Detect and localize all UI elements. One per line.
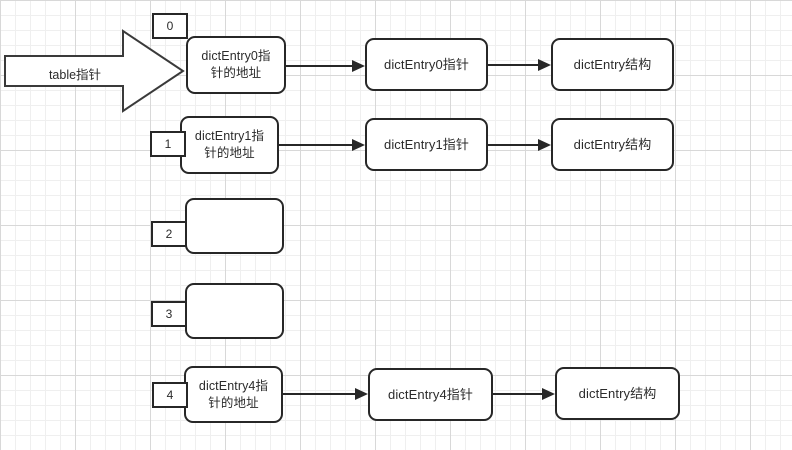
bucket-box-0: dictEntry0指 针的地址 xyxy=(186,36,286,94)
index-label-0-text: 0 xyxy=(166,19,174,33)
struct-box-1: dictEntry结构 xyxy=(551,118,674,171)
connector-bucket1-to-pointer1 xyxy=(279,139,365,151)
bucket-box-1: dictEntry1指 针的地址 xyxy=(180,116,279,174)
table-pointer-block-arrow xyxy=(4,29,185,113)
bucket-box-1-text: dictEntry1指 针的地址 xyxy=(194,129,265,160)
struct-box-4: dictEntry结构 xyxy=(555,367,680,420)
bucket-box-4: dictEntry4指 针的地址 xyxy=(184,366,283,423)
connector-pointer4-to-struct4 xyxy=(493,388,555,400)
index-label-1: 1 xyxy=(150,131,186,157)
pointer-box-1-text: dictEntry1指针 xyxy=(383,137,469,152)
struct-box-0-text: dictEntry结构 xyxy=(573,57,652,72)
index-label-2: 2 xyxy=(151,221,187,247)
index-label-4-text: 4 xyxy=(166,388,174,402)
pointer-box-1: dictEntry1指针 xyxy=(365,118,488,171)
pointer-box-0: dictEntry0指针 xyxy=(365,38,488,91)
table-pointer-label: table指针 xyxy=(48,68,102,82)
index-label-0: 0 xyxy=(152,13,188,39)
index-label-3: 3 xyxy=(151,301,187,327)
connector-pointer1-to-struct1 xyxy=(488,139,551,151)
pointer-box-4: dictEntry4指针 xyxy=(368,368,493,421)
bucket-box-4-text: dictEntry4指 针的地址 xyxy=(198,378,269,410)
connector-bucket0-to-pointer0 xyxy=(286,60,365,72)
struct-box-0: dictEntry结构 xyxy=(551,38,674,91)
struct-box-1-text: dictEntry结构 xyxy=(573,137,652,152)
struct-box-4-text: dictEntry结构 xyxy=(578,386,657,401)
connector-bucket4-to-pointer4 xyxy=(283,388,368,400)
index-label-2-text: 2 xyxy=(165,227,173,241)
pointer-box-0-text: dictEntry0指针 xyxy=(383,57,469,72)
pointer-box-4-text: dictEntry4指针 xyxy=(387,387,473,402)
bucket-box-2 xyxy=(185,198,284,254)
bucket-box-3 xyxy=(185,283,284,339)
index-label-1-text: 1 xyxy=(164,137,172,151)
index-label-3-text: 3 xyxy=(165,307,173,321)
connector-pointer0-to-struct0 xyxy=(488,59,551,71)
index-label-4: 4 xyxy=(152,382,188,408)
bucket-box-0-text: dictEntry0指 针的地址 xyxy=(201,49,271,80)
